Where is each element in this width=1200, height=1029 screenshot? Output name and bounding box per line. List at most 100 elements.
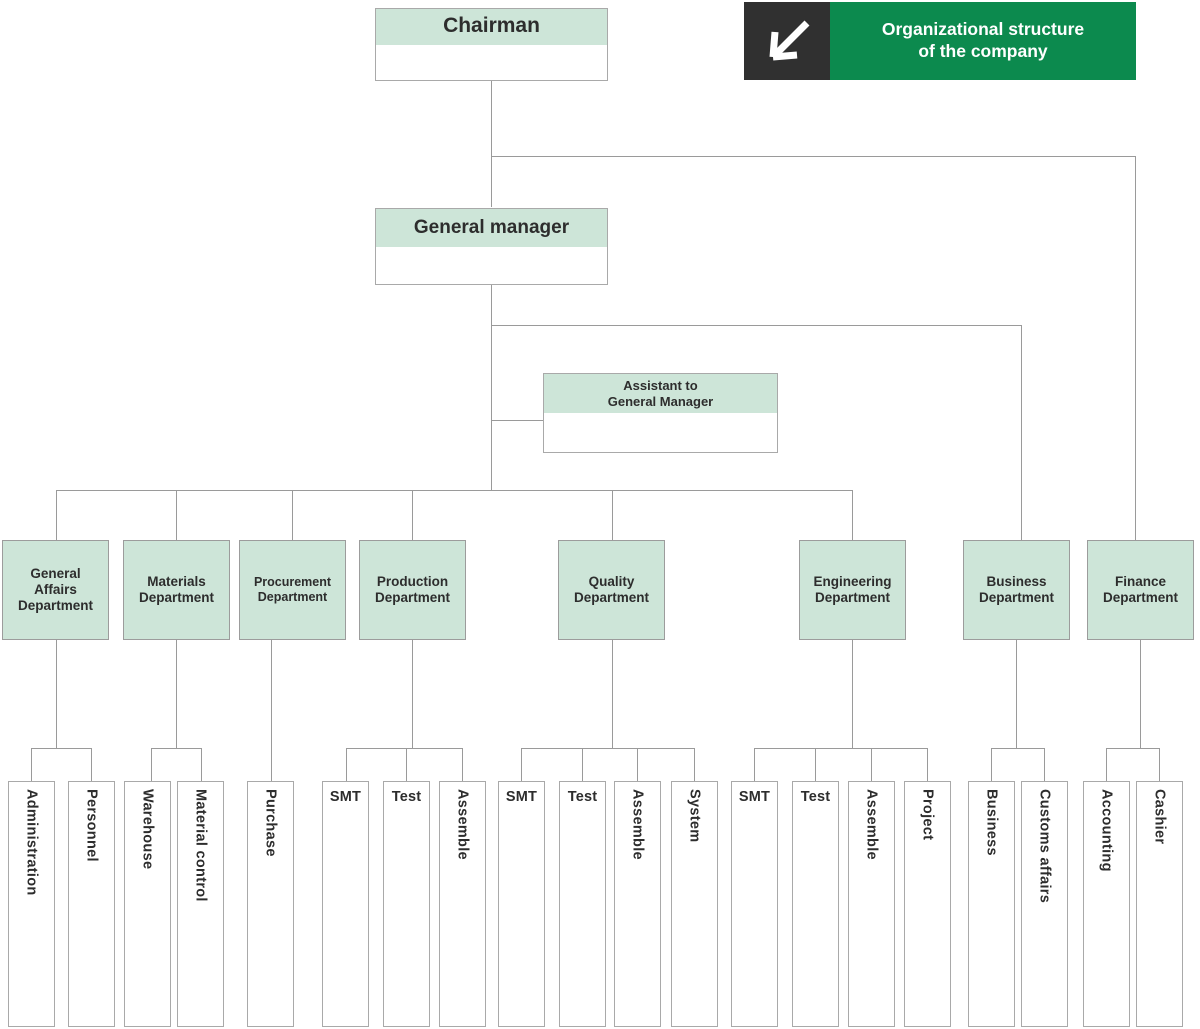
arrow-down-left-icon [744,2,830,80]
node-assistant-line1: Assistant to [623,378,698,394]
connector-finance-drop [1135,156,1136,540]
leaf-production-assemble[interactable]: Assemble [439,781,486,1027]
leaf-administration[interactable]: Administration [8,781,55,1027]
leaf-quality-system[interactable]: System [671,781,718,1027]
leaf-material-control-label: Material control [192,789,209,902]
header-title-line1: Organizational structure [881,19,1085,40]
connector-leaf-eng-project [927,748,928,781]
leaf-production-test-label: Test [391,789,422,805]
connector-gm-bus [491,325,1022,326]
leaf-engineering-test-label: Test [800,789,831,805]
connector-materials-bus [151,748,202,749]
leaf-purchase[interactable]: Purchase [247,781,294,1027]
connector-procurement-stem [271,640,272,781]
leaf-engineering-smt[interactable]: SMT [731,781,778,1027]
leaf-quality-test[interactable]: Test [559,781,606,1027]
connector-quality-bus [521,748,694,749]
connector-business-drop [1021,325,1022,540]
node-procurement-department[interactable]: Procurement Department [239,540,346,640]
leaf-cashier-label: Cashier [1151,789,1168,845]
connector-finance-stem [1140,640,1141,748]
connector-leaf-prod-smt [346,748,347,781]
connector-production-stem [412,640,413,748]
dept-line2: Department [257,590,328,604]
node-quality-department[interactable]: Quality Department [558,540,665,640]
connector-dept-drop-materials [176,490,177,540]
leaf-business[interactable]: Business [968,781,1015,1027]
node-assistant-line2: General Manager [607,393,714,409]
connector-leaf-prod-assemble [462,748,463,781]
node-finance-department[interactable]: Finance Department [1087,540,1194,640]
header-title-line2: of the company [918,41,1048,61]
node-production-label: Production Department [360,541,465,639]
connector-leaf-personnel [91,748,92,781]
node-chairman[interactable]: Chairman [375,8,608,81]
connector-engineering-bus [754,748,927,749]
leaf-quality-smt-label: SMT [505,789,538,805]
node-general-manager-label: General manager [376,209,607,247]
connector-gm-up [491,156,492,207]
node-business-department[interactable]: Business Department [963,540,1070,640]
node-engineering-label: Engineering Department [800,541,905,639]
connector-leaf-qa-assemble [637,748,638,781]
node-engineering-department[interactable]: Engineering Department [799,540,906,640]
connector-gm-down [491,285,492,491]
leaf-engineering-project[interactable]: Project [904,781,951,1027]
connector-dept-drop-engineering [852,490,853,540]
connector-dept-drop-procurement [292,490,293,540]
leaf-quality-assemble[interactable]: Assemble [614,781,661,1027]
node-chairman-body [376,44,607,80]
dept-line2: Department [978,590,1054,605]
dept-line1: Production [376,574,449,590]
dept-line3: Department [17,597,93,613]
header-badge: Organizational structure of the company [744,2,1136,80]
leaf-production-smt[interactable]: SMT [322,781,369,1027]
leaf-engineering-assemble-label: Assemble [863,789,880,860]
connector-quality-stem [612,640,613,748]
dept-line1: General [30,566,81,582]
connector-dept-drop-production [412,490,413,540]
node-procurement-label: Procurement Department [240,541,345,639]
leaf-engineering-test[interactable]: Test [792,781,839,1027]
connector-leaf-qa-smt [521,748,522,781]
leaf-production-assemble-label: Assemble [454,789,471,860]
dept-line1: Materials [147,574,206,590]
connector-leaf-eng-test [815,748,816,781]
leaf-quality-smt[interactable]: SMT [498,781,545,1027]
leaf-engineering-project-label: Project [919,789,936,841]
connector-leaf-eng-smt [754,748,755,781]
dept-line2: Department [374,590,450,605]
node-quality-label: Quality Department [559,541,664,639]
node-assistant-to-general-manager[interactable]: Assistant to General Manager [543,373,778,453]
dept-line1: Engineering [813,574,892,590]
dept-line1: Business [986,574,1047,590]
node-general-affairs-department[interactable]: General Affairs Department [2,540,109,640]
node-production-department[interactable]: Production Department [359,540,466,640]
leaf-personnel[interactable]: Personnel [68,781,115,1027]
leaf-administration-label: Administration [23,789,40,896]
leaf-cashier[interactable]: Cashier [1136,781,1183,1027]
dept-line1: Quality [588,574,635,590]
connector-leaf-material-control [201,748,202,781]
leaf-engineering-smt-label: SMT [738,789,771,805]
node-materials-label: Materials Department [124,541,229,639]
leaf-warehouse[interactable]: Warehouse [124,781,171,1027]
node-business-label: Business Department [964,541,1069,639]
node-general-manager[interactable]: General manager [375,208,608,285]
connector-dept-drop-general-affairs [56,490,57,540]
leaf-customs-affairs-label: Customs affairs [1036,789,1053,904]
connector-leaf-qa-test [582,748,583,781]
leaf-personnel-label: Personnel [83,789,100,862]
node-materials-department[interactable]: Materials Department [123,540,230,640]
node-general-affairs-label: General Affairs Department [3,541,108,639]
dept-line2: Affairs [34,582,77,598]
leaf-customs-affairs[interactable]: Customs affairs [1021,781,1068,1027]
leaf-accounting[interactable]: Accounting [1083,781,1130,1027]
leaf-material-control[interactable]: Material control [177,781,224,1027]
node-assistant-body [544,413,777,452]
leaf-production-test[interactable]: Test [383,781,430,1027]
leaf-engineering-assemble[interactable]: Assemble [848,781,895,1027]
dept-line1: Finance [1114,574,1166,590]
node-general-manager-body [376,246,607,284]
connector-leaf-administration [31,748,32,781]
